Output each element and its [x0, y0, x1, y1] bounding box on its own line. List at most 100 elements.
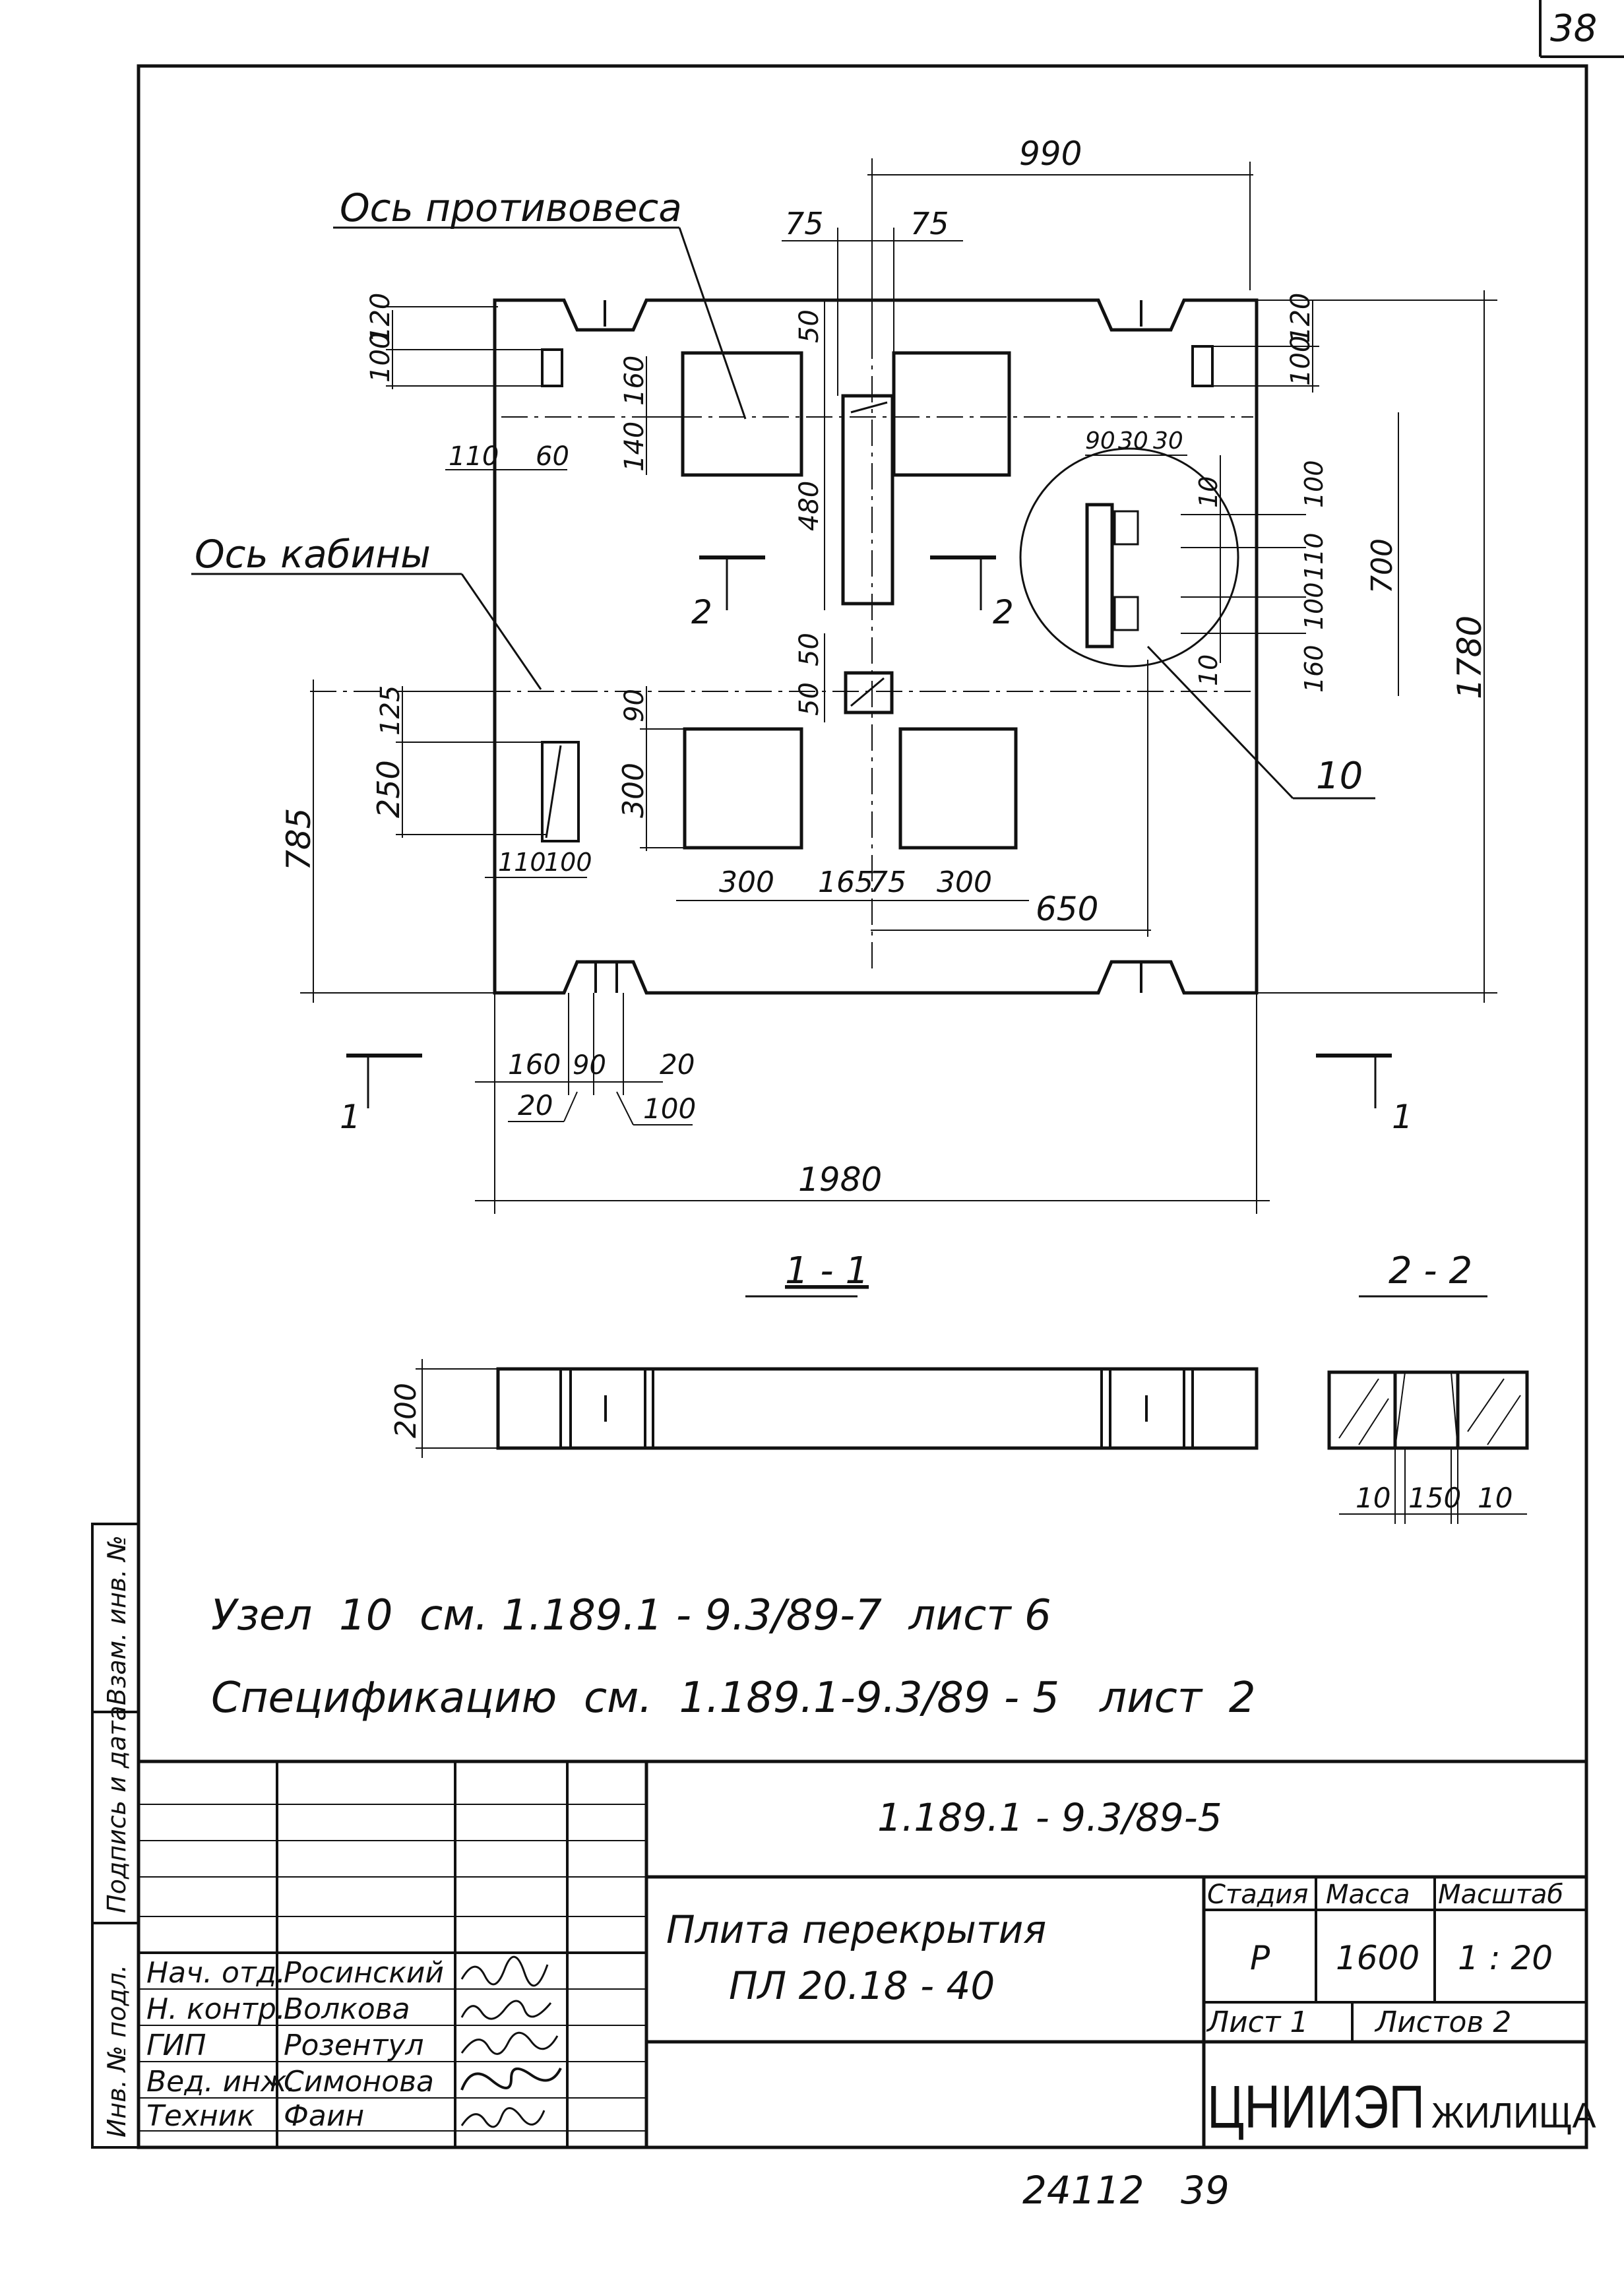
section-mark-1-left: 1 — [340, 1098, 361, 1136]
dim-650: 650 — [1036, 890, 1098, 928]
dim-100-b: 100 — [1299, 460, 1328, 508]
dim-1780: 1780 — [1451, 616, 1489, 699]
section-mark-2-left: 2 — [691, 593, 712, 631]
small-opening — [844, 671, 894, 714]
block-top-right — [892, 351, 1011, 477]
dim-10-a: 10 — [1194, 476, 1223, 508]
section-2-body — [1327, 1370, 1529, 1450]
staff-name: Розентул — [284, 2029, 423, 2062]
staff-name: Симонова — [284, 2065, 434, 2099]
dim-110-b: 110 — [1299, 532, 1328, 581]
dim-140: 140 — [619, 422, 650, 472]
section-1-body — [496, 1367, 1259, 1450]
staff-name: Волкова — [284, 1992, 410, 2026]
dim-30-a: 30 — [1118, 427, 1148, 455]
dim-300-v: 300 — [617, 763, 650, 818]
dim-480: 480 — [794, 481, 825, 531]
dim-100-c: 100 — [1299, 582, 1328, 630]
dim-60: 60 — [536, 441, 569, 472]
staff-role: Вед. инж. — [146, 2065, 296, 2099]
title-block: Нач. отд. Росинский Н. контр. Волкова ГИ… — [139, 1759, 1596, 2147]
dim-700: 700 — [1365, 538, 1399, 594]
doc-code: 1.189.1 - 9.3/89-5 — [877, 1795, 1222, 1840]
mass-label: Масса — [1326, 1880, 1410, 1910]
dim-90-a: 90 — [619, 689, 650, 722]
bottom-archive-number: 24112 — [1022, 2168, 1144, 2213]
dim-160-b: 160 — [1299, 645, 1328, 693]
section-views: 1 - 1 2 - 2 200 — [389, 1250, 1529, 1524]
staff-role: Техник — [146, 2099, 255, 2133]
side-stamp: Взам. инв. № Подпись и дата Инв. № подл. — [91, 1523, 140, 2149]
page-number: 38 — [1550, 7, 1597, 50]
plan-view: Ось противовеса Ось кабины 10 2 2 1 1 99… — [191, 135, 1497, 1214]
staff-role: Нач. отд. — [146, 1956, 286, 1990]
dim-10-section-a: 10 — [1356, 1482, 1390, 1514]
dim-250: 250 — [371, 760, 406, 818]
dim-300-b: 300 — [937, 866, 992, 899]
dim-200: 200 — [389, 1383, 423, 1438]
axis-cabin-label: Ось кабины — [195, 532, 431, 577]
staff-name: Фаин — [284, 2099, 364, 2133]
dim-20-a: 20 — [660, 1048, 695, 1081]
dim-120-b: 120 — [1286, 293, 1316, 343]
side-stamp-vzam-inv: Взам. инв. № — [102, 1535, 131, 1705]
side-stamp-inv-podl: Инв. № подл. — [102, 1965, 131, 2137]
org-suffix: ЖИЛИЩА — [1431, 2096, 1596, 2136]
sheet-frame — [137, 64, 1588, 2149]
node-10-circle — [1019, 447, 1239, 668]
dim-30-b: 30 — [1153, 427, 1183, 455]
sheet-label: Лист 1 — [1206, 2006, 1308, 2039]
section-2-title: 2 - 2 — [1389, 1250, 1472, 1292]
dim-10-b: 10 — [1194, 654, 1223, 686]
dim-90-b: 90 — [573, 1050, 606, 1081]
dim-50-a: 50 — [794, 309, 825, 343]
product-name-line2: ПЛ 20.18 - 40 — [729, 1963, 995, 2008]
dim-120-a: 120 — [365, 293, 396, 343]
dim-90-node: 90 — [1085, 427, 1115, 455]
dim-75-c: 75 — [869, 866, 906, 899]
axis-counterweight-label: Ось противовеса — [340, 185, 682, 230]
dim-50-b: 50 — [794, 633, 825, 666]
dim-100-e: 100 — [544, 848, 592, 877]
product-name-line1: Плита перекрытия — [666, 1907, 1046, 1952]
dim-990: 990 — [1019, 135, 1082, 173]
dim-110-c: 110 — [498, 848, 546, 877]
dim-75-b: 75 — [910, 206, 949, 241]
dim-50-c: 50 — [794, 682, 825, 716]
section-mark-1-right: 1 — [1392, 1098, 1413, 1136]
node-10-label: 10 — [1316, 755, 1363, 798]
dim-20-b: 20 — [518, 1089, 553, 1122]
stage-value: Р — [1250, 1939, 1270, 1977]
block-bottom-right — [898, 727, 1018, 850]
note-line-1: Узел 10 см. 1.189.1 - 9.3/89-7 лист 6 — [211, 1591, 1051, 1640]
dim-785: 785 — [280, 808, 318, 871]
dim-160-c: 160 — [508, 1048, 561, 1081]
staff-role: ГИП — [146, 2029, 206, 2062]
mass-value: 1600 — [1336, 1939, 1420, 1977]
dim-1980: 1980 — [798, 1160, 882, 1199]
dim-110-a: 110 — [449, 441, 499, 472]
bottom-page-number: 39 — [1181, 2168, 1230, 2213]
scale-value: 1 : 20 — [1458, 1939, 1553, 1977]
staff-role: Н. контр. — [146, 1992, 286, 2026]
dim-125: 125 — [375, 685, 406, 736]
dim-100-a: 100 — [365, 332, 396, 383]
signatures — [460, 1955, 562, 2128]
note-line-2: Спецификацию см. 1.189.1-9.3/89 - 5 лист… — [211, 1674, 1256, 1723]
block-top-left — [681, 351, 803, 477]
dim-300-a: 300 — [719, 866, 774, 899]
dim-75-a: 75 — [785, 206, 824, 241]
scale-label: Масштаб — [1438, 1880, 1563, 1910]
stage-label: Стадия — [1207, 1880, 1308, 1910]
dim-150: 150 — [1408, 1482, 1461, 1514]
dim-160-a: 160 — [619, 356, 650, 406]
org-logo: ЦНИИЭП — [1207, 2073, 1425, 2141]
block-bottom-left — [683, 727, 803, 850]
dim-100-d: 100 — [1286, 336, 1316, 386]
rail-opening — [841, 394, 894, 606]
staff-name: Росинский — [284, 1956, 444, 1990]
dim-10-section-b: 10 — [1478, 1482, 1513, 1514]
sheets-label: Листов 2 — [1374, 2006, 1511, 2039]
section-mark-2-right: 2 — [993, 593, 1014, 631]
